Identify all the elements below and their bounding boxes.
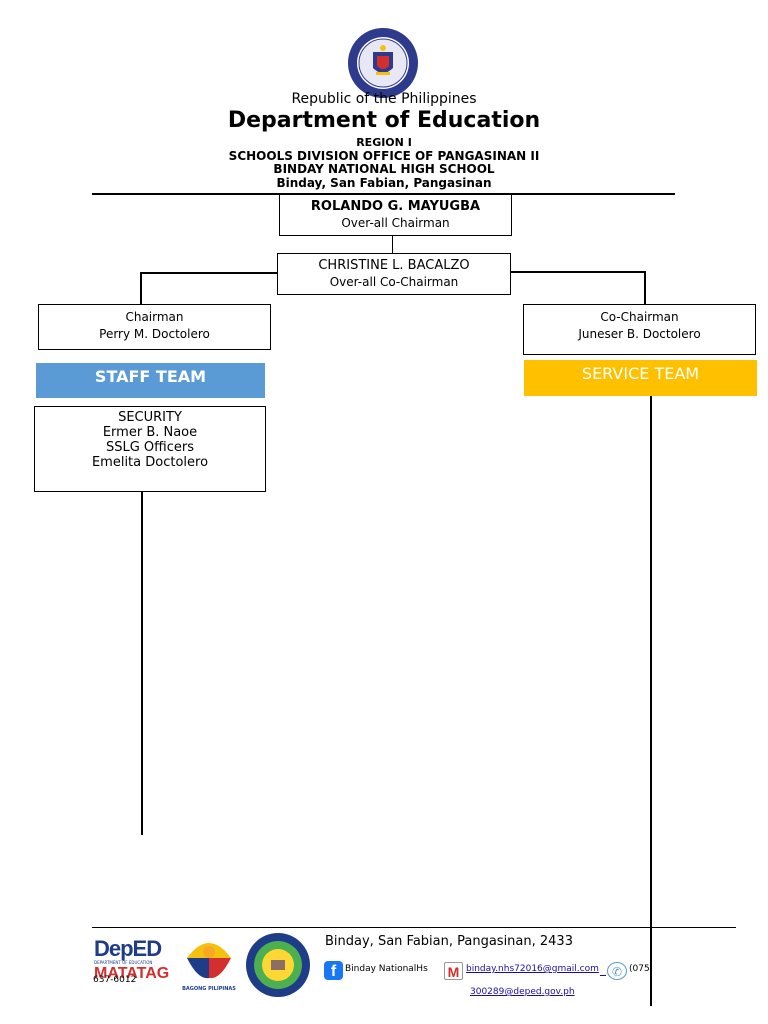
email-underline-extension bbox=[600, 975, 606, 976]
security-member: Emelita Doctolero bbox=[91, 455, 209, 470]
bagong-pilipinas-logo: BAGONG PILIPINAS bbox=[178, 930, 240, 992]
security-box: SECURITY Ermer B. Naoe SSLG Officers Eme… bbox=[34, 406, 266, 492]
security-member: Ermer B. Naoe bbox=[102, 425, 198, 440]
phone-icon[interactable]: ✆ bbox=[607, 962, 627, 980]
service-team-banner: SERVICE TEAM bbox=[524, 360, 757, 396]
left-chairman-box: Chairman Perry M. Doctolero bbox=[38, 304, 271, 350]
deped-matatag-logo: DepED DEPARTMENT OF EDUCATION MATATAG bbox=[94, 938, 174, 986]
left-chairman-role: Chairman bbox=[125, 310, 184, 324]
overall-cochairman-name: CHRISTINE L. BACALZO bbox=[318, 258, 470, 273]
facebook-page-name[interactable]: Binday NationalHs bbox=[345, 964, 428, 974]
footer-address: Binday, San Fabian, Pangasinan, 2433 bbox=[325, 934, 573, 949]
connector-right-down bbox=[644, 271, 646, 304]
overall-chairman-name: ROLANDO G. MAYUGBA bbox=[310, 199, 481, 214]
division-line: SCHOOLS DIVISION OFFICE OF PANGASINAN II bbox=[228, 149, 540, 163]
overall-cochairman-role: Over-all Co-Chairman bbox=[329, 275, 459, 289]
security-title: SECURITY bbox=[118, 410, 182, 425]
left-vertical-line bbox=[141, 491, 143, 835]
overall-chairman-box: ROLANDO G. MAYUGBA Over-all Chairman bbox=[279, 194, 512, 236]
security-member: SSLG Officers bbox=[105, 440, 195, 455]
staff-team-banner: STAFF TEAM bbox=[36, 363, 265, 398]
deped-logo-text: DepED bbox=[94, 936, 162, 961]
staff-team-label: STAFF TEAM bbox=[94, 367, 207, 386]
phone-number-part1: (075 bbox=[629, 964, 650, 974]
deped-seal bbox=[346, 26, 420, 100]
connector-left-horizontal bbox=[140, 272, 278, 274]
connector-left-down bbox=[140, 272, 142, 304]
gmail-icon[interactable]: M bbox=[444, 962, 463, 980]
department-title: Department of Education bbox=[227, 108, 541, 133]
republic-line: Republic of the Philippines bbox=[291, 91, 477, 107]
email-link[interactable]: binday.nhs72016@gmail.com bbox=[466, 964, 599, 974]
right-cochairman-role: Co-Chairman bbox=[600, 310, 679, 324]
footer-divider bbox=[92, 927, 736, 928]
connector-right-horizontal bbox=[510, 271, 646, 273]
overall-cochairman-box: CHRISTINE L. BACALZO Over-all Co-Chairma… bbox=[277, 253, 511, 295]
school-seal bbox=[245, 932, 311, 998]
right-vertical-line bbox=[650, 396, 652, 1006]
facebook-icon[interactable]: f bbox=[324, 961, 343, 980]
connector-chair-to-cochair bbox=[392, 235, 393, 254]
phone-number-part2: 637-6012 bbox=[93, 975, 137, 985]
deped-logo-subtext: DEPARTMENT OF EDUCATION bbox=[94, 960, 153, 965]
school-line: BINDAY NATIONAL HIGH SCHOOL bbox=[273, 162, 495, 176]
region-line: REGION I bbox=[356, 136, 412, 149]
location-line: Binday, San Fabian, Pangasinan bbox=[276, 176, 492, 190]
left-chairman-name: Perry M. Doctolero bbox=[99, 327, 210, 341]
service-team-label: SERVICE TEAM bbox=[581, 364, 700, 383]
bagong-pilipinas-text: BAGONG PILIPINAS bbox=[182, 986, 236, 992]
right-cochairman-name: Juneser B. Doctolero bbox=[578, 327, 701, 341]
deped-email-link[interactable]: 300289@deped.gov.ph bbox=[470, 987, 575, 997]
matatag-logo-text: MATATAG bbox=[94, 965, 170, 982]
overall-chairman-role: Over-all Chairman bbox=[341, 216, 450, 230]
right-cochairman-box: Co-Chairman Juneser B. Doctolero bbox=[523, 304, 756, 355]
